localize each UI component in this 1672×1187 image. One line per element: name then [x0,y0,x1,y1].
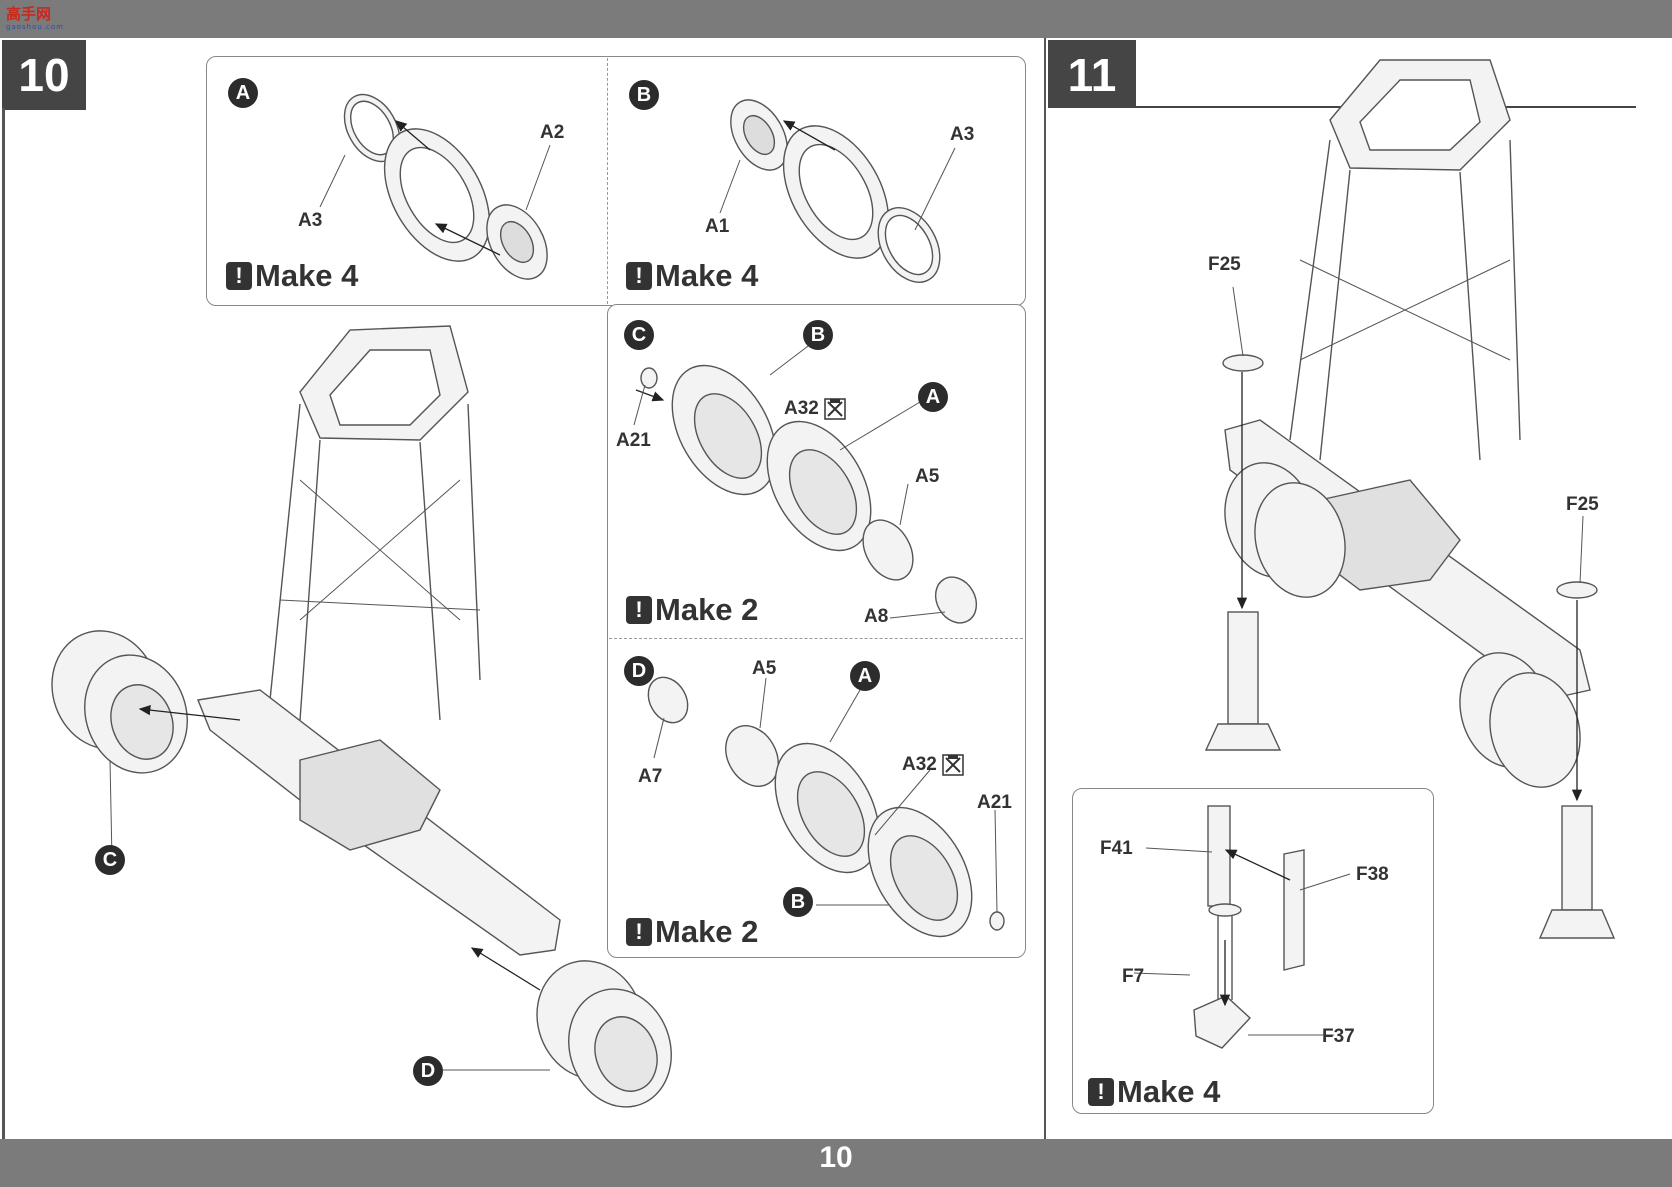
panel-divider [609,638,1023,639]
subassembly-c-sub-b-badge: B [803,320,833,350]
part-label: A5 [752,658,777,679]
subassembly-d-badge: D [624,656,654,686]
make-note-a: ! Make 4 [226,258,358,294]
part-label: F25 [1566,494,1599,515]
part-label: A32 [784,398,819,420]
subassembly-c-sub-a-badge: A [918,382,948,412]
panel-d-parts [647,676,1005,938]
exclamation-icon: ! [626,918,652,946]
step10-callout-c: C [95,845,125,875]
step10-wheel-c [51,630,188,774]
make-text: Make [655,258,733,293]
bottom-band [0,1139,1672,1187]
part-label: A7 [638,766,663,787]
make-text: Make [655,914,733,949]
subassembly-a-badge: A [228,78,258,108]
part-label: A21 [977,792,1012,813]
part-label-with-cut: A32 [784,398,846,420]
part-label: F37 [1322,1026,1355,1047]
step-10-rule [2,108,5,1139]
make-text: Make [255,258,333,293]
detail-panel-f41 [1072,788,1434,1114]
make-note-c: ! Make 2 [626,592,758,628]
make-count: 2 [741,914,759,949]
part-label: A32 [902,754,937,776]
subassembly-c-badge: C [624,320,654,350]
watermark-logo: 高手网 gaoshou.com [6,5,70,35]
panel-c-parts [640,364,978,624]
part-label: A8 [864,606,889,627]
cut-icon [824,398,846,420]
part-label: A3 [298,210,323,231]
step11-wheels [1224,462,1581,788]
watermark-sub: gaoshou.com [6,23,64,31]
step11-tower [1224,59,1591,701]
exclamation-icon: ! [626,596,652,624]
exclamation-icon: ! [626,262,652,290]
step-10-tab: 10 [2,40,86,110]
subassembly-b-badge: B [629,80,659,110]
part-label: F25 [1208,254,1241,275]
part-label: A1 [705,216,730,237]
subassembly-d-sub-a-badge: A [850,661,880,691]
make-text: Make [1117,1074,1195,1109]
panel-b-parts [730,99,941,283]
watermark-brand: 高手网 [6,5,52,23]
part-label: F7 [1122,966,1145,987]
make-note-b: ! Make 4 [626,258,758,294]
step10-tower [197,325,561,956]
step10-callout-d: D [413,1056,443,1086]
detail-jack-parts [1193,805,1305,1049]
page-number: 10 [819,1141,853,1174]
step-divider [1044,38,1046,1139]
part-label: A2 [540,122,565,143]
step-11-tab: 11 [1048,40,1136,108]
cut-icon [942,754,964,776]
step11-jack-left [1204,354,1282,751]
step11-jack-right [1538,581,1616,939]
make-note-step11: ! Make 4 [1088,1074,1220,1110]
part-label-with-cut: A32 [902,754,964,776]
exclamation-icon: ! [1088,1078,1114,1106]
exclamation-icon: ! [226,262,252,290]
panel-a-parts [343,93,548,280]
make-note-d: ! Make 2 [626,914,758,950]
make-count: 4 [741,258,759,293]
panel-divider [607,58,608,304]
part-label: F38 [1356,864,1389,885]
make-count: 2 [741,592,759,627]
make-count: 4 [341,258,359,293]
part-label: A5 [915,466,940,487]
part-label: A21 [616,430,651,451]
make-count: 4 [1203,1074,1221,1109]
part-label: F41 [1100,838,1133,859]
step10-wheel-d [536,960,672,1108]
make-text: Make [655,592,733,627]
part-label: A3 [950,124,975,145]
top-band [0,0,1672,38]
subassembly-d-sub-b-badge: B [783,887,813,917]
